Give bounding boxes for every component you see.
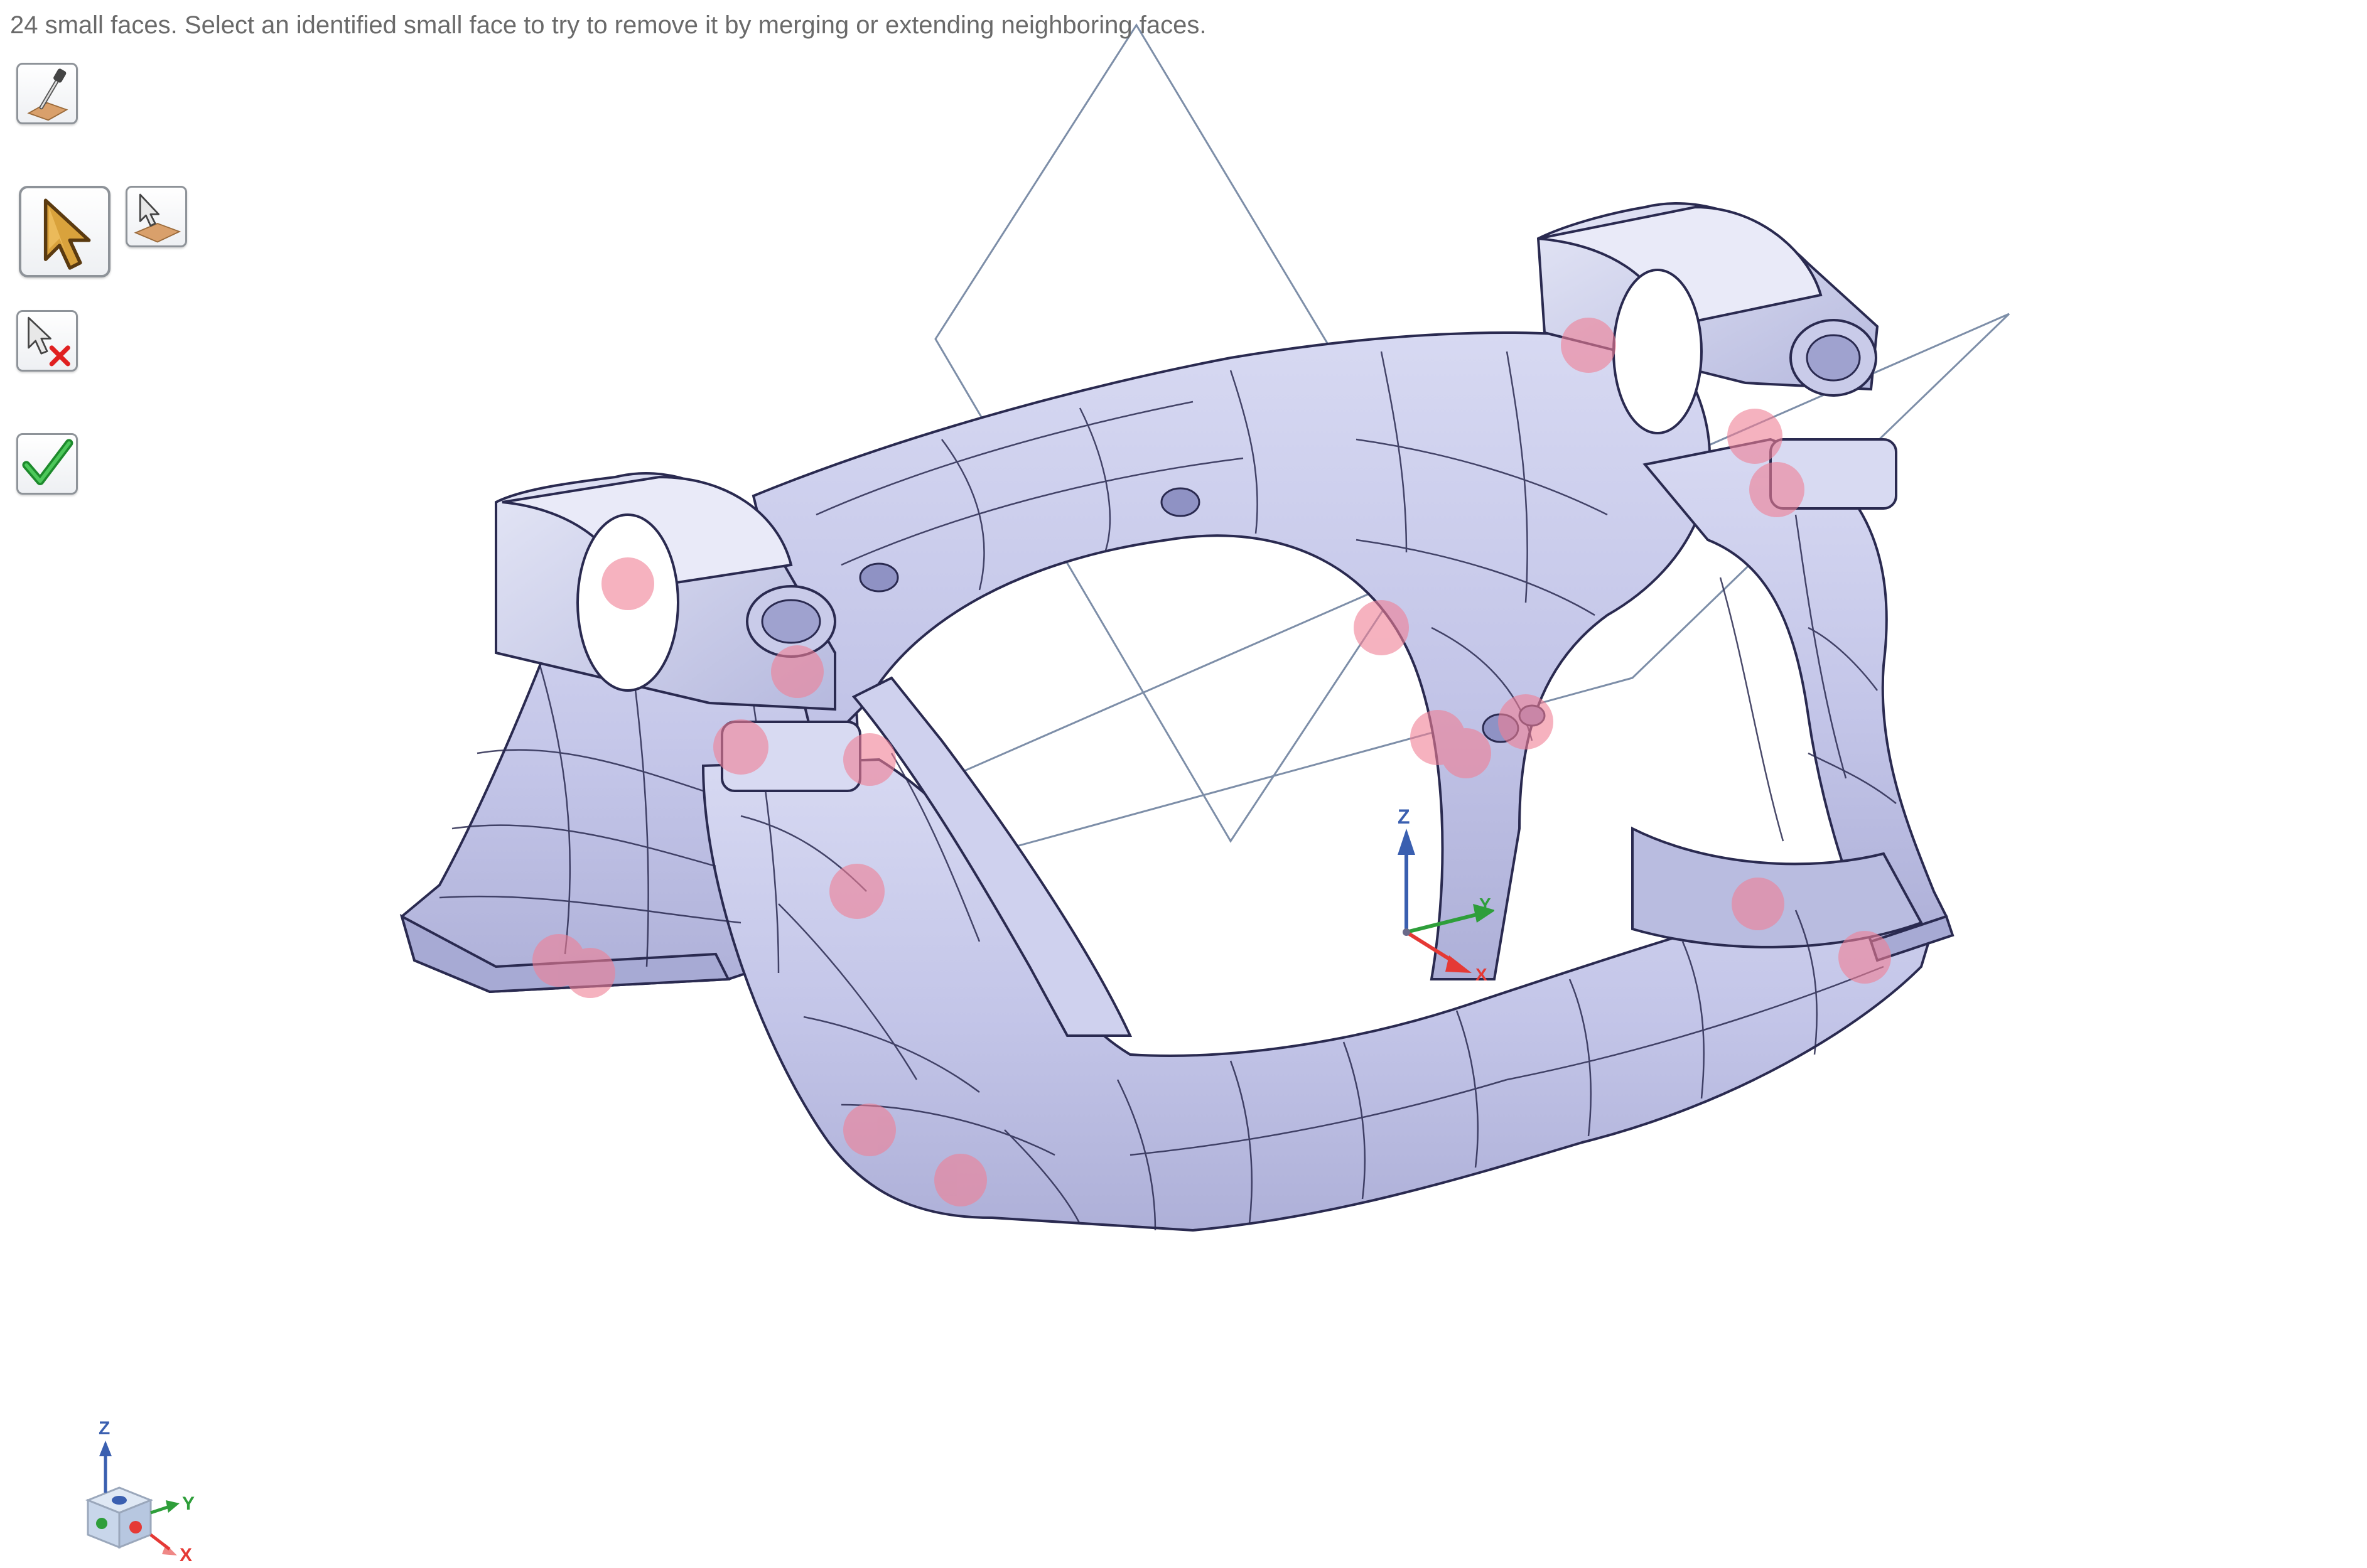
small-face-highlight[interactable] bbox=[771, 645, 824, 698]
small-face-highlight[interactable] bbox=[1749, 462, 1804, 517]
cursor-face-icon bbox=[134, 193, 181, 243]
model-axis-triad: Z Y X bbox=[1398, 805, 1494, 984]
viewcube-y-label: Y bbox=[182, 1493, 195, 1514]
arrow-cursor-icon bbox=[43, 198, 91, 270]
exclude-tool-button[interactable] bbox=[16, 310, 78, 372]
small-face-highlight[interactable] bbox=[1354, 600, 1409, 655]
small-face-highlight[interactable] bbox=[1498, 694, 1553, 749]
eyedropper-face-icon bbox=[27, 68, 68, 121]
triad-z-label: Z bbox=[1398, 805, 1410, 828]
pick-tool-button[interactable] bbox=[16, 63, 78, 124]
small-face-highlight[interactable] bbox=[1561, 318, 1616, 373]
left-clamp[interactable] bbox=[495, 472, 861, 792]
small-face-highlight[interactable] bbox=[601, 557, 654, 610]
diagonal-strut[interactable] bbox=[851, 676, 1133, 1037]
small-face-highlight[interactable] bbox=[1727, 409, 1782, 464]
small-face-highlight[interactable] bbox=[934, 1154, 987, 1206]
small-face-highlight[interactable] bbox=[843, 1104, 896, 1156]
small-face-highlight[interactable] bbox=[1732, 878, 1784, 930]
small-face-highlight[interactable] bbox=[565, 948, 615, 998]
small-face-highlight[interactable] bbox=[713, 719, 768, 775]
left-foot-plate[interactable] bbox=[399, 914, 731, 994]
triad-x-label: X bbox=[1475, 965, 1487, 984]
select-tool-button[interactable] bbox=[19, 186, 111, 277]
triad-y-label: Y bbox=[1479, 894, 1491, 914]
view-orientation-cube[interactable]: Z Y X bbox=[63, 1406, 213, 1563]
small-face-highlights[interactable] bbox=[532, 318, 1891, 1206]
face-edges bbox=[439, 351, 1897, 1231]
lower-arm[interactable] bbox=[701, 758, 1942, 1232]
cursor-x-icon bbox=[28, 316, 70, 367]
small-face-highlight[interactable] bbox=[1838, 931, 1891, 984]
status-message: 24 small faces. Select an identified sma… bbox=[10, 11, 1207, 39]
small-face-highlight[interactable] bbox=[1441, 728, 1491, 778]
small-face-highlight[interactable] bbox=[843, 733, 896, 786]
right-tower[interactable] bbox=[1642, 438, 1948, 943]
bracket-part[interactable] bbox=[399, 331, 1955, 1232]
viewcube-z-label: Z bbox=[99, 1418, 110, 1439]
apply-tool-button[interactable] bbox=[16, 433, 78, 495]
checkmark-icon bbox=[22, 439, 73, 486]
right-clamp[interactable] bbox=[1536, 202, 1897, 510]
viewcube-x-label: X bbox=[180, 1545, 192, 1563]
small-face-highlight[interactable] bbox=[829, 864, 885, 919]
select-face-tool-button[interactable] bbox=[126, 186, 187, 247]
